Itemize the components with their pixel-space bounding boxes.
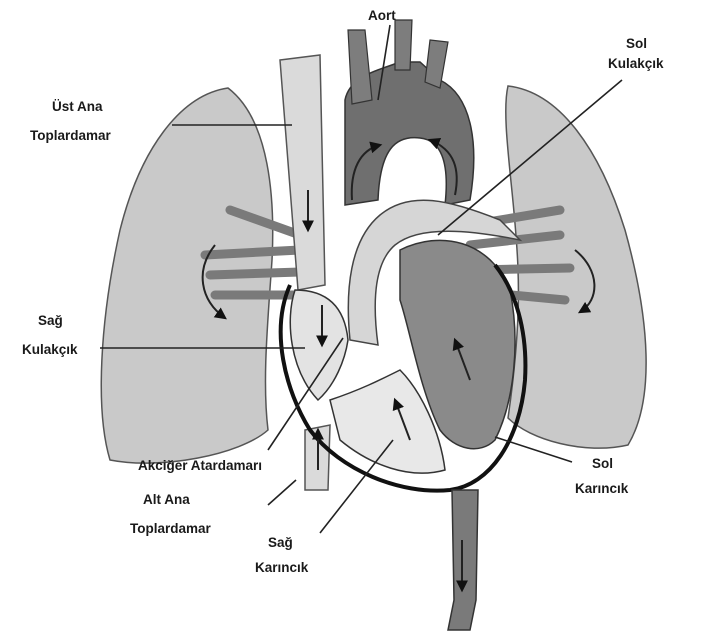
label-sol-karincik-line1: Sol <box>592 456 613 471</box>
label-sol-kulakcik-line1: Sol <box>626 36 647 51</box>
label-ust-ana-line1: Üst Ana <box>52 99 103 114</box>
label-ust-ana-line2: Toplardamar <box>30 128 112 143</box>
label-sag-karincik-line2: Karıncık <box>255 560 309 575</box>
label-sol-kulakcik-line2: Kulakçık <box>608 56 664 71</box>
label-sag-karincik-line1: Sağ <box>268 535 293 550</box>
label-sag-kulakcik-line1: Sağ <box>38 313 63 328</box>
right-atrium-shape <box>290 290 348 400</box>
label-alt-ana-line2: Toplardamar <box>130 521 212 536</box>
label-alt-ana-line1: Alt Ana <box>143 492 190 507</box>
label-sag-kulakcik-line2: Kulakçık <box>22 342 78 357</box>
label-akciger-atardamari: Akciğer Atardamarı <box>138 458 262 473</box>
label-sol-karincik-line2: Karıncık <box>575 481 629 496</box>
leader-line-alt-ana <box>268 480 296 505</box>
label-aort: Aort <box>368 8 396 23</box>
